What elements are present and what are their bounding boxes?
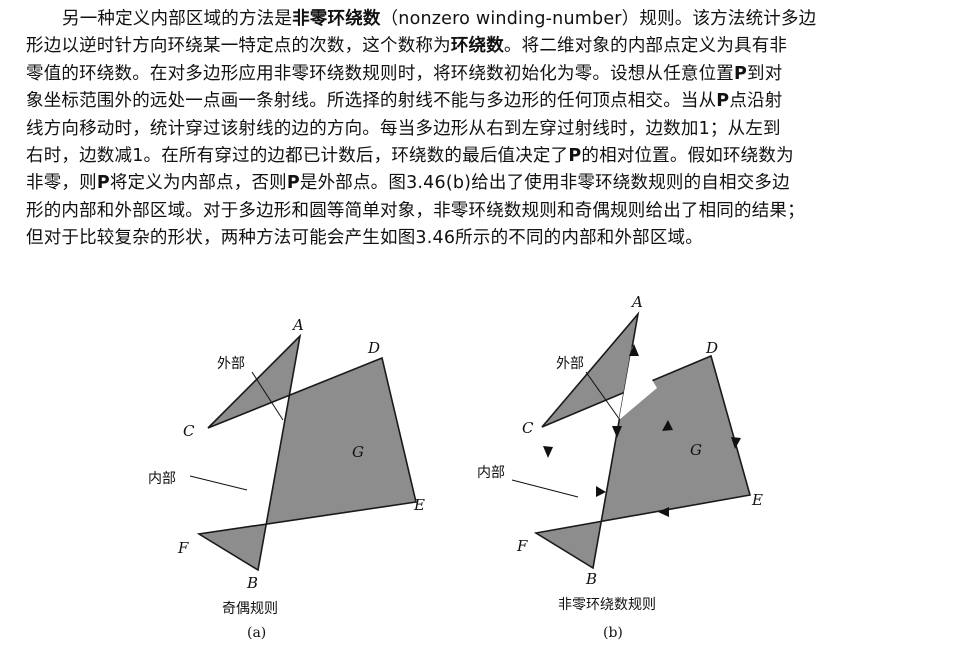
text-run: 形边以逆时针方向环绕某一特定点的次数，这个数称为 <box>26 36 451 57</box>
direction-arrow-3 <box>662 420 673 431</box>
polygon-even-odd <box>196 333 417 572</box>
vertex-label-a-B: B <box>246 574 258 592</box>
text-run: 另一种定义内部区域的方法是 <box>62 9 293 29</box>
paragraph-line: 象坐标范围外的远处一点画一条射线。所选择的射线不能与多边形的任何顶点相交。当从P… <box>26 88 930 115</box>
direction-arrow-5 <box>658 507 669 517</box>
bold-term: P <box>96 173 110 194</box>
inside-label-a: 内部 <box>148 471 176 487</box>
text-run: 但对于比较复杂的形状，两种方法可能会产生如图3.46所示的不同的内部和外部区域。 <box>26 228 703 249</box>
paragraph-line: 形的内部和外部区域。对于多边形和圆等简单对象，非零环绕数规则和奇偶规则给出了相同… <box>26 198 930 225</box>
outside-label-b: 外部 <box>556 356 584 372</box>
text-run: 象坐标范围外的远处一点画一条射线。所选择的射线不能与多边形的任何顶点相交。当从 <box>26 91 717 112</box>
vertex-label-a-C: C <box>183 422 195 440</box>
vertex-label-a-E: E <box>413 496 425 514</box>
vertex-label-b-D: D <box>705 339 718 357</box>
inside-label-b: 内部 <box>477 465 505 481</box>
sublabel-a: (a) <box>247 625 266 641</box>
panel-a: 外部 内部 A D C G E F B 奇偶规则 (a) <box>148 316 425 641</box>
direction-arrow-1 <box>629 344 639 356</box>
paragraph-line: 零值的环绕数。在对多边形应用非零环绕数规则时，将环绕数初始化为零。设想从任意位置… <box>26 61 930 88</box>
text-run: 形的内部和外部区域。对于多边形和圆等简单对象，非零环绕数规则和奇偶规则给出了相同… <box>26 200 805 221</box>
bold-term: 非零环绕数 <box>292 9 381 29</box>
vertex-label-a-A: A <box>291 316 304 334</box>
paragraph-line: 非零，则P将定义为内部点，否则P是外部点。图3.46(b)给出了使用非零环绕数规… <box>26 170 930 197</box>
vertex-label-b-A: A <box>630 293 643 311</box>
vertex-label-b-F: F <box>516 537 528 555</box>
paragraph-line: 形边以逆时针方向环绕某一特定点的次数，这个数称为环绕数。将二维对象的内部点定义为… <box>26 33 930 60</box>
bold-term: P <box>286 173 300 194</box>
text-run: 将定义为内部点，否则 <box>109 173 287 194</box>
text-run: 的相对位置。假如环绕数为 <box>581 145 794 166</box>
inside-pointer-a <box>189 475 248 491</box>
caption-b: 非零环绕数规则 <box>558 597 656 613</box>
text-run: 零值的环绕数。在对多边形应用非零环绕数规则时，将环绕数初始化为零。设想从任意位置 <box>26 63 734 84</box>
text-run: （nonzero winding-number）规则。该方法统计多边 <box>380 9 817 29</box>
paragraph-line: 线方向移动时，统计穿过该射线的边的方向。每当多边形从右到左穿过射线时，边数加1；… <box>26 116 930 143</box>
direction-arrow-6 <box>543 446 553 458</box>
text-run: 右时，边数减1。在所有穿过的边都已计数后，环绕数的最后值决定了 <box>26 145 569 166</box>
vertex-label-b-B: B <box>585 570 597 588</box>
text-run: 非零，则 <box>26 173 97 194</box>
outside-label-a: 外部 <box>217 356 245 372</box>
vertex-label-a-D: D <box>367 339 380 357</box>
bold-term: P <box>568 145 582 166</box>
text-run: 是外部点。图3.46(b)给出了使用非零环绕数规则的自相交多边 <box>299 173 790 194</box>
direction-arrow-4 <box>731 437 741 449</box>
paragraph-line: 另一种定义内部区域的方法是非零环绕数（nonzero winding-numbe… <box>26 6 930 33</box>
vertex-label-a-G: G <box>352 443 364 461</box>
outside-region-b <box>619 347 657 420</box>
bold-term: 环绕数 <box>450 36 504 57</box>
vertex-label-b-C: C <box>522 419 534 437</box>
outside-pointer-b <box>585 371 621 421</box>
vertex-label-a-F: F <box>177 539 189 557</box>
paragraph-line: 右时，边数减1。在所有穿过的边都已计数后，环绕数的最后值决定了P的相对位置。假如… <box>26 143 930 170</box>
body-paragraph: 另一种定义内部区域的方法是非零环绕数（nonzero winding-numbe… <box>26 6 930 253</box>
outside-pointer-a <box>251 371 284 421</box>
direction-arrow-2 <box>612 426 622 438</box>
caption-a: 奇偶规则 <box>222 600 278 617</box>
direction-arrow-7 <box>596 486 606 497</box>
vertex-label-b-G: G <box>690 441 702 459</box>
bold-term: P <box>716 91 730 112</box>
text-run: 线方向移动时，统计穿过该射线的边的方向。每当多边形从右到左穿过射线时，边数加1；… <box>26 118 781 139</box>
panel-b: 外部 内部 A D C G E F B 非零环绕数规则 (b) <box>477 293 763 641</box>
bold-term: P <box>734 63 748 84</box>
vertex-label-b-E: E <box>751 491 763 509</box>
inside-pointer-b <box>511 479 579 498</box>
sublabel-b: (b) <box>603 625 623 641</box>
paragraph-line: 但对于比较复杂的形状，两种方法可能会产生如图3.46所示的不同的内部和外部区域。 <box>26 225 930 252</box>
text-run: 点沿射 <box>729 91 783 112</box>
text-run: 。将二维对象的内部点定义为具有非 <box>503 36 788 57</box>
text-run: 到对 <box>747 63 783 84</box>
